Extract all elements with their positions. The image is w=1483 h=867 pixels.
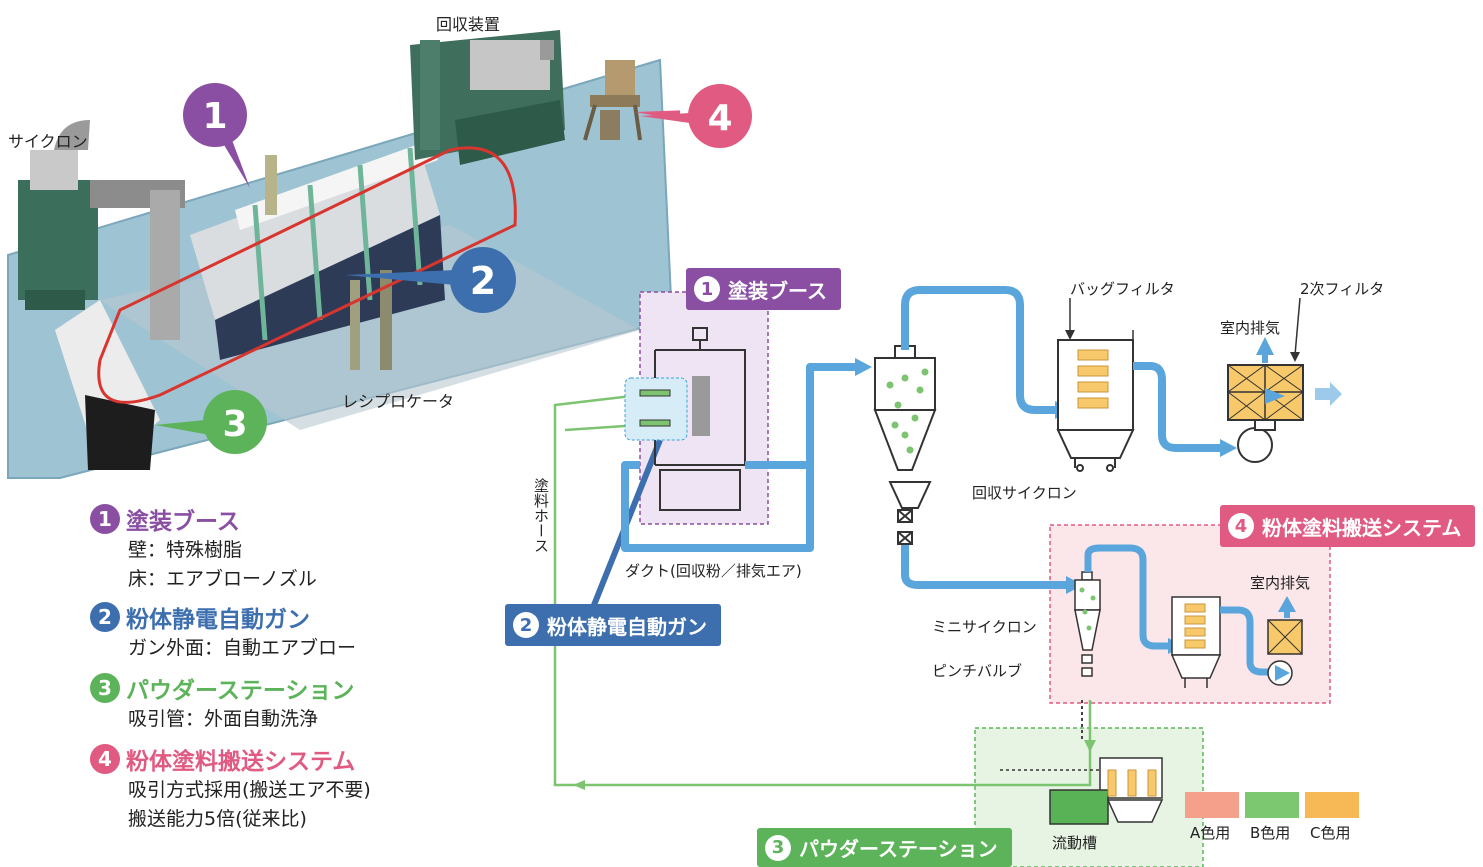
cyclone-unit xyxy=(18,120,185,340)
swatch-a-label: A色用 xyxy=(1190,824,1231,842)
gun-area xyxy=(624,377,688,441)
legend-4-line-2: 搬送能力5倍(従来比) xyxy=(128,808,307,830)
bag-filter-label: バッグフィルタ xyxy=(1070,280,1175,298)
duct-label: ダクト(回収粉／排気エア) xyxy=(625,562,802,580)
paint-hose-lines xyxy=(553,393,1092,787)
callout-3: 3 xyxy=(155,390,267,454)
recovery-cyclone-label: 回収サイクロン xyxy=(972,484,1077,502)
minicyclone-to-filter-line xyxy=(1084,544,1170,650)
swatch-a xyxy=(1185,792,1239,818)
legend-4-line-1: 吸引方式採用(搬送エア不要) xyxy=(128,779,371,801)
secondary-filter-label: 2次フィルタ xyxy=(1300,280,1385,298)
red-transport-loop xyxy=(97,146,517,404)
station-badge-number: 3 xyxy=(765,834,791,861)
cyclone-to-bagfilter-line xyxy=(901,286,1058,414)
secondary-filter-unit xyxy=(1227,364,1304,463)
legend-item-2: 2 粉体静電自動ガン ガン外面：自動エアブロー xyxy=(90,600,371,663)
legend-3-number: 3 xyxy=(90,673,120,703)
legend-item-4: 4 粉体塗料搬送システム 吸引方式採用(搬送エア不要) 搬送能力5倍(従来比) xyxy=(90,742,371,834)
plant-illustration: 1 2 3 xyxy=(7,30,680,479)
booth-badge: 1 塗装ブース xyxy=(686,268,841,310)
indoor-exhaust-label-2: 室内排気 xyxy=(1250,574,1311,592)
callout-2-label: 2 xyxy=(470,259,496,303)
mini-cyclone-label: ミニサイクロン xyxy=(932,618,1037,636)
gun-badge-number: 2 xyxy=(513,612,539,638)
legend-2-title: 粉体静電自動ガン xyxy=(126,607,310,633)
cyclone-label: サイクロン xyxy=(8,132,88,151)
pinch-valve-label: ピンチバルブ xyxy=(932,662,1023,680)
legend-3-line-1: 吸引管：外面自動洗浄 xyxy=(128,708,319,730)
booth-frame xyxy=(654,327,746,511)
bag-filter-bags xyxy=(1077,349,1109,409)
legend-2-number: 2 xyxy=(90,602,120,632)
transport-hopper xyxy=(583,60,642,141)
swatch-b-label: B色用 xyxy=(1250,824,1291,842)
station-badge-text: パウダーステーション xyxy=(799,837,998,861)
exhaust-arrow-up-2 xyxy=(1278,596,1296,618)
transport-badge-text: 粉体塗料搬送システム xyxy=(1262,515,1462,540)
callout-1-label: 1 xyxy=(202,96,227,137)
callout-1: 1 xyxy=(183,83,250,188)
gun-badge: 2 粉体静電自動ガン xyxy=(505,604,721,646)
legend: 1 塗装ブース 壁：特殊樹脂 床：エアブローノズル 2 粉体静電自動ガン ガン外… xyxy=(90,502,371,834)
swatch-c-label: C色用 xyxy=(1310,824,1351,842)
exhaust-arrow-up-1 xyxy=(1256,337,1274,363)
reciprocator-label: レシプロケータ xyxy=(342,392,455,411)
recovery-label: 回収装置 xyxy=(436,15,501,34)
callout-3-label: 3 xyxy=(222,404,247,445)
swatch-b xyxy=(1245,792,1299,818)
callout-4-label: 4 xyxy=(707,98,732,139)
legend-item-1: 1 塗装ブース 壁：特殊樹脂 床：エアブローノズル xyxy=(90,502,371,594)
legend-3-title: パウダーステーション xyxy=(126,678,355,704)
mini-cyclone-dots xyxy=(1079,587,1096,631)
legend-4-title: 粉体塗料搬送システム xyxy=(126,749,356,775)
booth-badge-number: 1 xyxy=(694,276,720,302)
indoor-exhaust-label-1: 室内排気 xyxy=(1220,319,1281,337)
exhaust-arrow-right xyxy=(1315,382,1342,406)
cyclone-to-minicyclone-line xyxy=(901,545,1068,589)
booth-badge-text: 塗装ブース xyxy=(728,278,827,303)
legend-1-number: 1 xyxy=(90,504,120,534)
legend-1-line-2: 床：エアブローノズル xyxy=(128,568,317,590)
paint-hose-label: 塗料ホース xyxy=(532,478,550,553)
transport-badge-number: 4 xyxy=(1228,513,1254,539)
legend-1-title: 塗装ブース xyxy=(126,509,240,535)
workpiece xyxy=(692,376,710,436)
callout-4-circle: 4 xyxy=(640,84,752,148)
powder-dots xyxy=(886,368,929,454)
legend-1-line-1: 壁：特殊樹脂 xyxy=(128,539,243,561)
gun-badge-text: 粉体静電自動ガン xyxy=(547,614,707,639)
duct-line xyxy=(621,363,858,552)
small-filter-to-exhaust-line xyxy=(1220,606,1275,676)
booth-unit xyxy=(190,140,445,370)
callout-2: 2 xyxy=(345,247,516,313)
legend-2-line-1: ガン外面：自動エアブロー xyxy=(128,637,357,659)
bagfilter-to-secondary-line xyxy=(1133,362,1222,452)
transport-badge: 4 粉体塗料搬送システム xyxy=(1220,505,1476,547)
legend-4-number: 4 xyxy=(90,744,120,774)
swatch-c xyxy=(1305,792,1359,818)
fluid-tank-label: 流動槽 xyxy=(1052,834,1098,852)
legend-item-3: 3 パウダーステーション 吸引管：外面自動洗浄 xyxy=(90,671,371,734)
station-badge: 3 パウダーステーション xyxy=(757,828,1012,867)
